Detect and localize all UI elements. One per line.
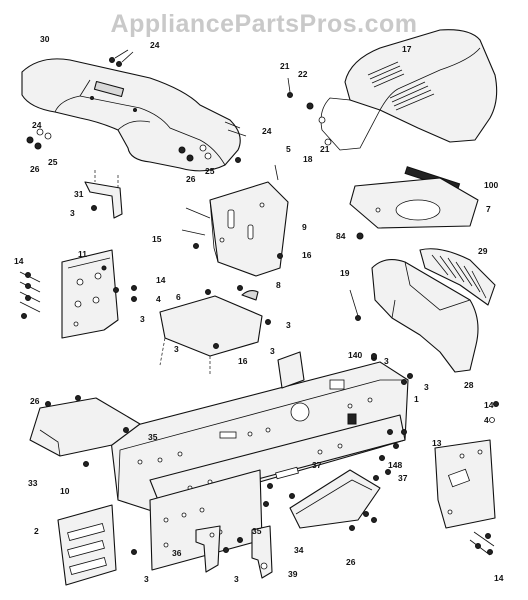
part-plate-6 bbox=[131, 285, 263, 375]
callout-26: 26 bbox=[186, 174, 196, 184]
callout-4: 4 bbox=[484, 415, 489, 425]
part-frame-rail bbox=[149, 469, 263, 571]
part-bracket-39 bbox=[223, 525, 273, 579]
hood-grille-vents bbox=[367, 61, 435, 111]
callout-3: 3 bbox=[286, 320, 291, 330]
callout-3: 3 bbox=[70, 208, 75, 218]
callout-19: 19 bbox=[340, 268, 350, 278]
callout-3: 3 bbox=[140, 314, 145, 324]
callout-26: 26 bbox=[30, 164, 40, 174]
callout-31: 31 bbox=[74, 189, 84, 199]
callout-21: 21 bbox=[320, 144, 330, 154]
callout-7: 7 bbox=[486, 204, 491, 214]
callout-11: 11 bbox=[78, 249, 87, 259]
part-hood bbox=[287, 29, 498, 151]
part-dash-28 bbox=[349, 259, 479, 373]
callout-15: 15 bbox=[152, 234, 162, 244]
fender-hardware bbox=[26, 49, 247, 162]
callout-14: 14 bbox=[484, 400, 494, 410]
callout-3: 3 bbox=[424, 382, 429, 392]
part-footrest-33 bbox=[29, 395, 141, 467]
callout-14: 14 bbox=[14, 256, 24, 266]
callout-3: 3 bbox=[174, 344, 179, 354]
callout-24: 24 bbox=[32, 120, 42, 130]
callout-3: 3 bbox=[234, 574, 239, 584]
callout-3: 3 bbox=[384, 356, 389, 366]
part-support-plate-9 bbox=[181, 157, 289, 277]
callout-18: 18 bbox=[303, 154, 313, 164]
part-footrest-34 bbox=[289, 469, 391, 531]
callout-3: 3 bbox=[144, 574, 149, 584]
callout-17: 17 bbox=[402, 44, 412, 54]
callout-33: 33 bbox=[28, 478, 38, 488]
callout-100: 100 bbox=[484, 180, 498, 190]
watermark-text: AppliancePartsPros.com bbox=[110, 10, 418, 38]
callout-labels: 30 24 24 24 25 25 26 26 31 3 17 21 22 21… bbox=[14, 34, 504, 584]
part-main-frame bbox=[109, 361, 409, 513]
callout-24: 24 bbox=[262, 126, 272, 136]
callout-22: 22 bbox=[298, 69, 308, 79]
callout-26: 26 bbox=[346, 557, 356, 567]
callout-16: 16 bbox=[238, 356, 248, 366]
callout-84: 84 bbox=[336, 231, 346, 241]
callout-29: 29 bbox=[478, 246, 488, 256]
callout-14: 14 bbox=[494, 573, 504, 583]
part-bracket-31 bbox=[84, 170, 123, 219]
callout-14: 14 bbox=[156, 275, 166, 285]
callout-36: 36 bbox=[172, 548, 182, 558]
callout-13: 13 bbox=[432, 438, 442, 448]
callout-25: 25 bbox=[48, 157, 58, 167]
part-plate-7 bbox=[349, 177, 479, 240]
callout-34: 34 bbox=[294, 545, 304, 555]
callout-2: 2 bbox=[34, 526, 39, 536]
callout-37: 37 bbox=[312, 460, 322, 470]
part-rear-fender bbox=[21, 58, 241, 172]
callout-3: 3 bbox=[270, 346, 275, 356]
callout-25: 25 bbox=[205, 166, 215, 176]
callout-37: 37 bbox=[398, 473, 408, 483]
callout-30: 30 bbox=[40, 34, 50, 44]
callout-26: 26 bbox=[30, 396, 40, 406]
callout-140: 140 bbox=[348, 350, 362, 360]
part-side-plate-13 bbox=[434, 401, 499, 556]
callout-9: 9 bbox=[302, 222, 307, 232]
callout-4: 4 bbox=[156, 294, 161, 304]
callout-24: 24 bbox=[150, 40, 160, 50]
callout-35: 35 bbox=[148, 432, 158, 442]
callout-5: 5 bbox=[286, 144, 291, 154]
misc-hardware bbox=[113, 287, 407, 507]
callout-148: 148 bbox=[388, 460, 402, 470]
callout-8: 8 bbox=[276, 280, 281, 290]
callout-6: 6 bbox=[176, 292, 181, 302]
callout-1: 1 bbox=[414, 394, 419, 404]
callout-35: 35 bbox=[252, 526, 262, 536]
part-bracket-36 bbox=[195, 525, 221, 573]
callout-28: 28 bbox=[464, 380, 474, 390]
part-side-plate-11 bbox=[19, 249, 119, 339]
callout-10: 10 bbox=[60, 486, 70, 496]
callout-16: 16 bbox=[302, 250, 312, 260]
part-front-plate-2 bbox=[57, 504, 137, 586]
callout-39: 39 bbox=[288, 569, 298, 579]
callout-21: 21 bbox=[280, 61, 290, 71]
part-grille-29 bbox=[419, 248, 496, 306]
